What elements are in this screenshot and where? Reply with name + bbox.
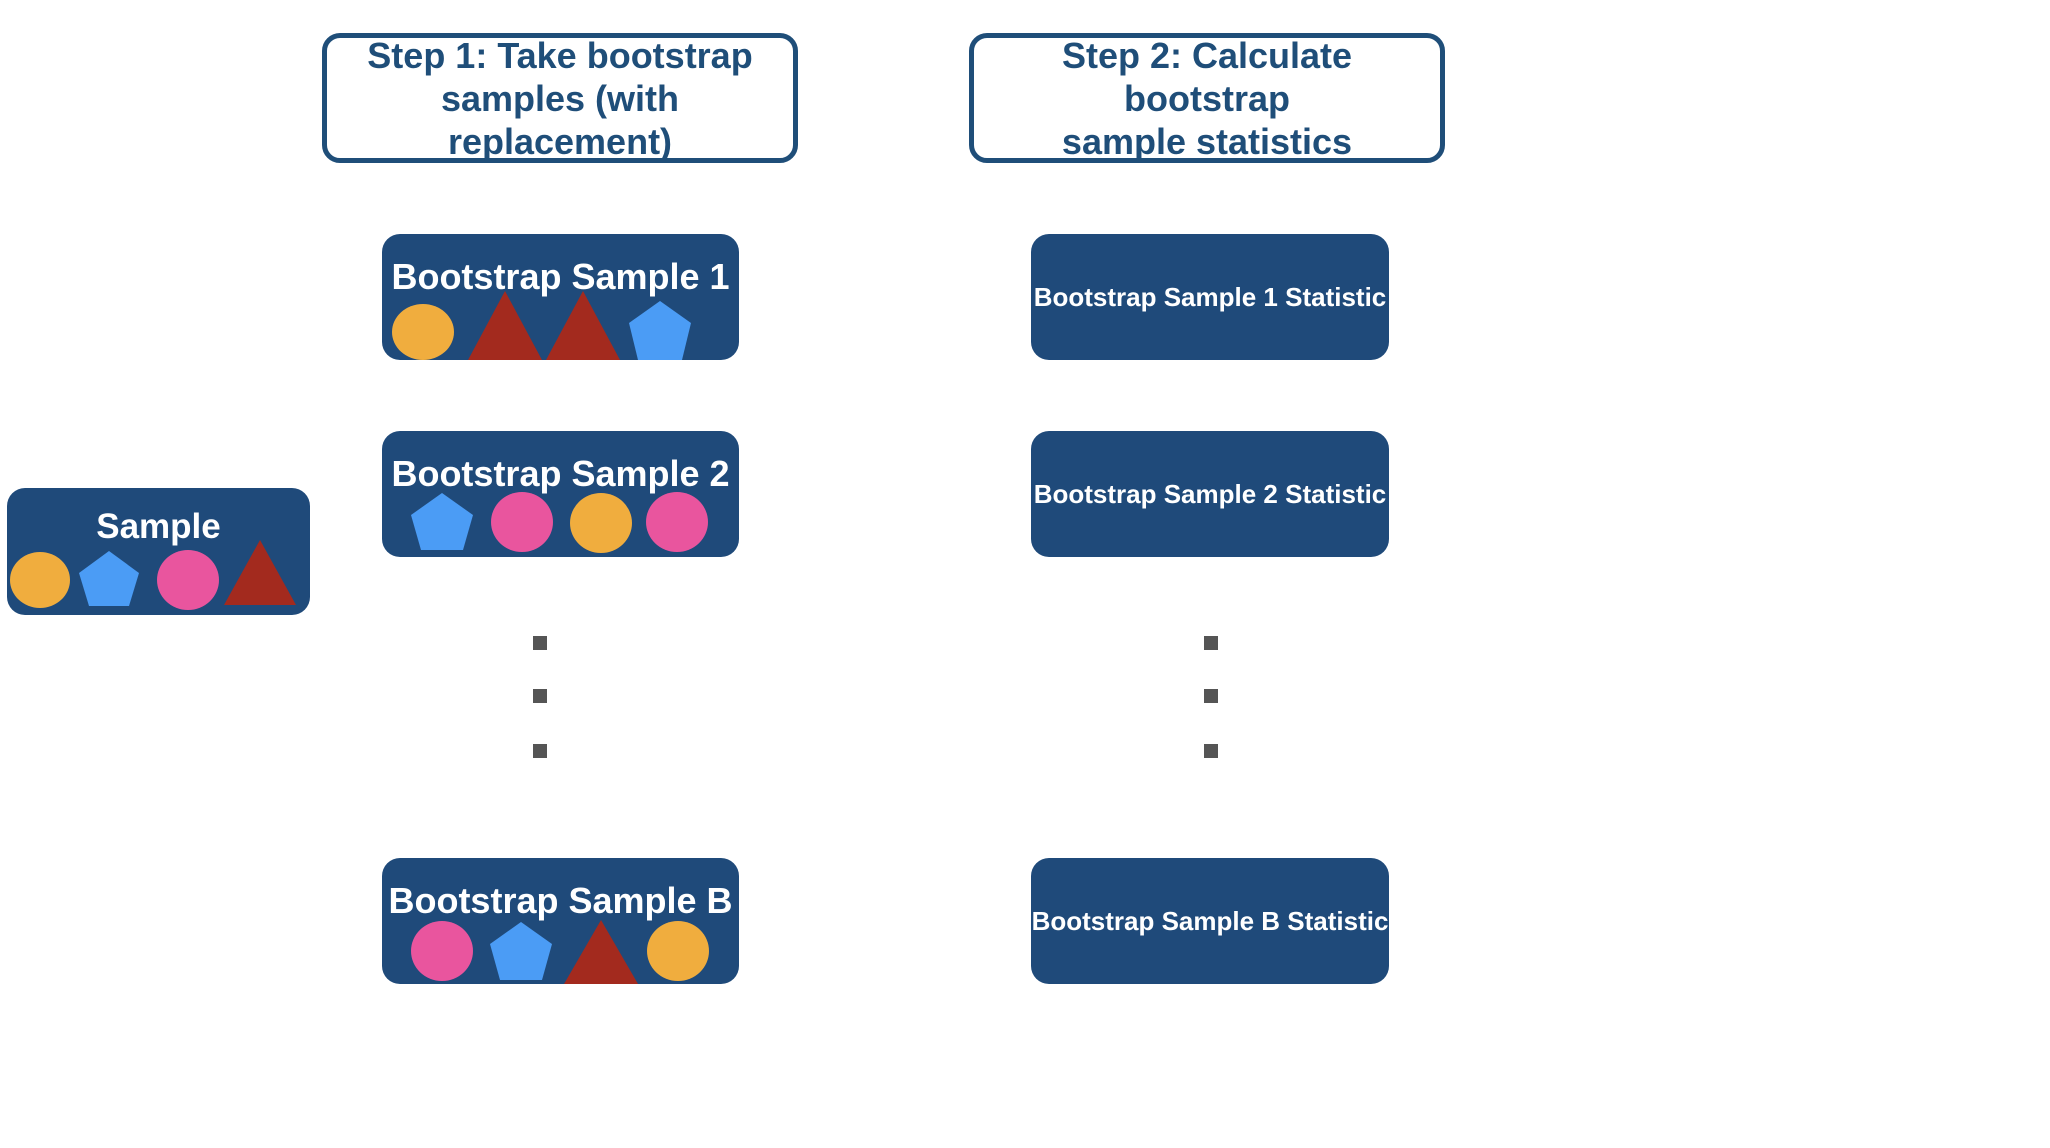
- red-triangle-icon: [546, 291, 620, 360]
- bootstrap-sample-b-statistic: Bootstrap Sample B Statistic: [1031, 858, 1389, 984]
- bootstrap-sample-b-title: Bootstrap Sample B: [388, 880, 733, 921]
- pink-circle-icon: [411, 921, 473, 981]
- bootstrap-sample-2-statistic: Bootstrap Sample 2 Statistic: [1031, 431, 1389, 557]
- bootstrap-sample-b-card: Bootstrap Sample B: [382, 858, 739, 984]
- original-sample-title: Sample: [96, 507, 221, 546]
- orange-circle-icon: [392, 304, 454, 360]
- blue-pentagon-icon: [411, 493, 473, 550]
- bootstrap-sample-b-shapes: [411, 920, 709, 984]
- step1-header-line1: Step 1: Take bootstrap: [367, 34, 753, 76]
- ellipsis-dot: [1204, 744, 1218, 758]
- bootstrap-sample-2-title: Bootstrap Sample 2: [391, 453, 730, 494]
- bootstrap-sample-2-card: Bootstrap Sample 2: [382, 431, 739, 557]
- step2-header: Step 2: Calculate bootstrap sample stati…: [969, 33, 1445, 163]
- red-triangle-icon: [468, 291, 542, 360]
- step1-header-line2: samples (with replacement): [440, 77, 680, 162]
- pink-circle-icon: [157, 550, 219, 610]
- ellipsis-dot: [1204, 689, 1218, 703]
- step2-header-line1: Step 2: Calculate bootstrap: [1061, 34, 1353, 119]
- red-triangle-icon: [224, 540, 296, 605]
- pink-circle-icon: [491, 492, 553, 552]
- blue-pentagon-icon: [490, 922, 552, 980]
- ellipsis-dot: [533, 636, 547, 650]
- ellipsis-dot: [533, 689, 547, 703]
- blue-pentagon-icon: [629, 301, 691, 360]
- original-sample-card: Sample: [7, 488, 310, 615]
- bootstrap-sample-1-card: Bootstrap Sample 1: [382, 234, 739, 360]
- red-triangle-icon: [564, 920, 638, 984]
- ellipsis-dot: [1204, 636, 1218, 650]
- bootstrap-sample-1-title: Bootstrap Sample 1: [391, 256, 730, 297]
- original-sample-shapes: [10, 540, 296, 610]
- orange-circle-icon: [10, 552, 70, 608]
- blue-pentagon-icon: [79, 551, 139, 606]
- orange-circle-icon: [647, 921, 709, 981]
- pink-circle-icon: [646, 492, 708, 552]
- orange-circle-icon: [570, 493, 632, 553]
- ellipsis-dot: [533, 744, 547, 758]
- bootstrap-sample-1-shapes: [392, 291, 691, 360]
- bootstrap-sample-1-statistic: Bootstrap Sample 1 Statistic: [1031, 234, 1389, 360]
- step2-header-line2: sample statistics: [1061, 120, 1353, 162]
- step1-header: Step 1: Take bootstrap samples (with rep…: [322, 33, 798, 163]
- bootstrap-sample-2-shapes: [411, 492, 708, 553]
